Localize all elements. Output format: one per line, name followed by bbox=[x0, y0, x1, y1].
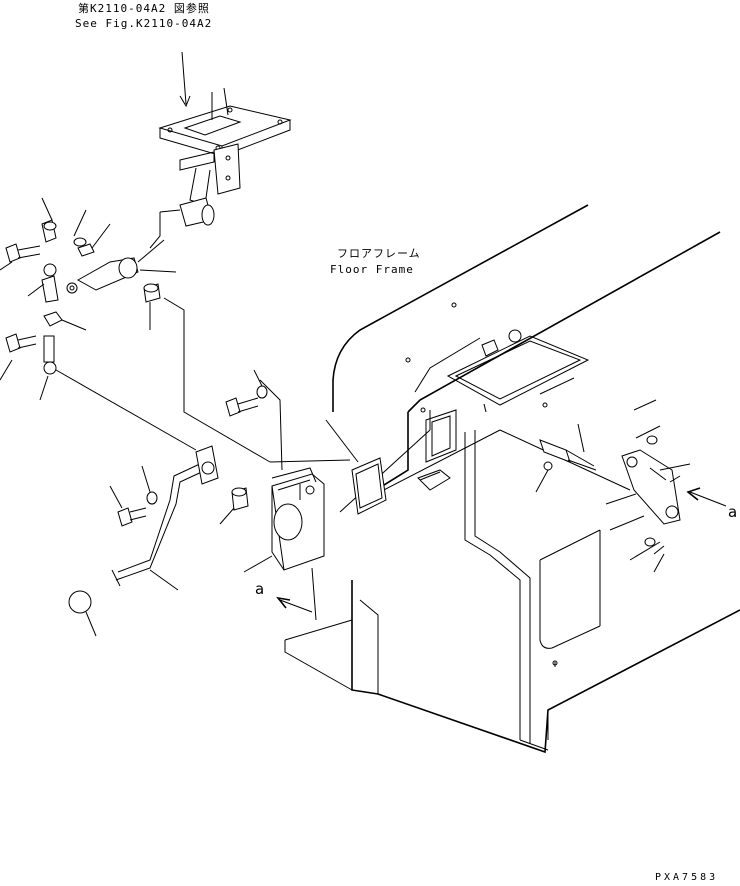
floor-frame-english: Floor Frame bbox=[330, 263, 414, 276]
reference-japanese: 第K2110-04A2 図参照 bbox=[78, 2, 210, 15]
right-bracket bbox=[535, 377, 691, 573]
mounting-plate bbox=[158, 51, 292, 206]
floor-frame bbox=[284, 204, 740, 754]
view-marker-a-right: a bbox=[728, 503, 738, 521]
hardware-upper bbox=[0, 197, 161, 401]
cross-shaft bbox=[149, 197, 215, 249]
view-marker-a-left: a bbox=[255, 580, 265, 598]
upper-lever bbox=[66, 239, 177, 294]
view-arrows bbox=[276, 487, 727, 613]
switch-assembly bbox=[219, 369, 325, 621]
drawing-code: PXA7583 bbox=[655, 872, 719, 883]
gasket bbox=[325, 419, 387, 515]
lower-lever bbox=[68, 445, 219, 637]
reference-english: See Fig.K2110-04A2 bbox=[75, 17, 213, 30]
floor-frame-japanese: フロアフレーム bbox=[337, 247, 421, 260]
